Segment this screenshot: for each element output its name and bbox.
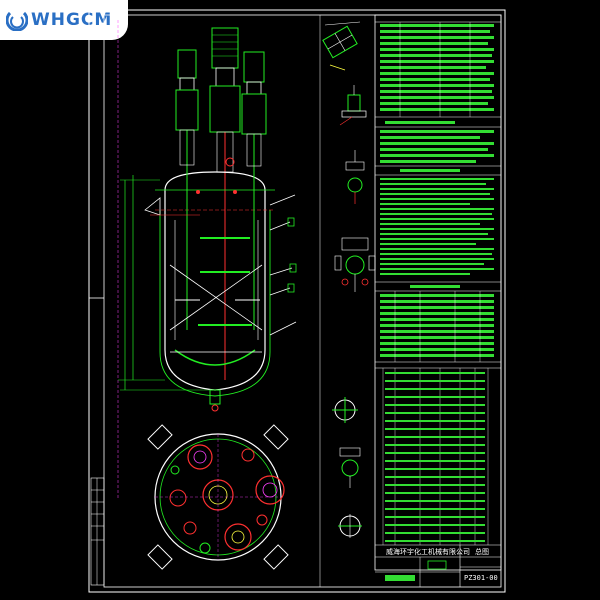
drawing-frame-outer bbox=[88, 9, 506, 593]
brand-name: WHGCM bbox=[31, 10, 113, 30]
brand-logo: WHGCM bbox=[0, 0, 128, 40]
drawing-number: PZ301-00 bbox=[464, 574, 498, 582]
nozzle-table bbox=[375, 285, 501, 363]
title-block: 威海环宇化工机械有限公司 总图 PZ301-00 bbox=[375, 545, 501, 587]
spec-tables: 威海环宇化工机械有限公司 总图 PZ301-00 bbox=[374, 14, 502, 587]
inspection-table bbox=[375, 121, 501, 167]
sheet-mark: 总图 bbox=[475, 547, 489, 556]
agitator-drive-center bbox=[209, 27, 241, 380]
company-name: 威海环宇化工机械有限公司 bbox=[386, 547, 470, 556]
vessel-shell bbox=[164, 171, 266, 391]
reactor-plan-view bbox=[147, 424, 289, 570]
agitator-drive-left bbox=[175, 49, 199, 170]
logo-mark-icon bbox=[6, 11, 28, 31]
requirements-table bbox=[375, 169, 501, 283]
reactor-elevation bbox=[117, 20, 297, 500]
detail-views bbox=[322, 21, 376, 538]
vessel-jacket bbox=[159, 210, 271, 397]
revision-strip bbox=[90, 477, 105, 586]
bill-of-materials bbox=[375, 367, 501, 546]
technical-table bbox=[375, 21, 501, 118]
agitator-drive-right bbox=[241, 51, 267, 170]
